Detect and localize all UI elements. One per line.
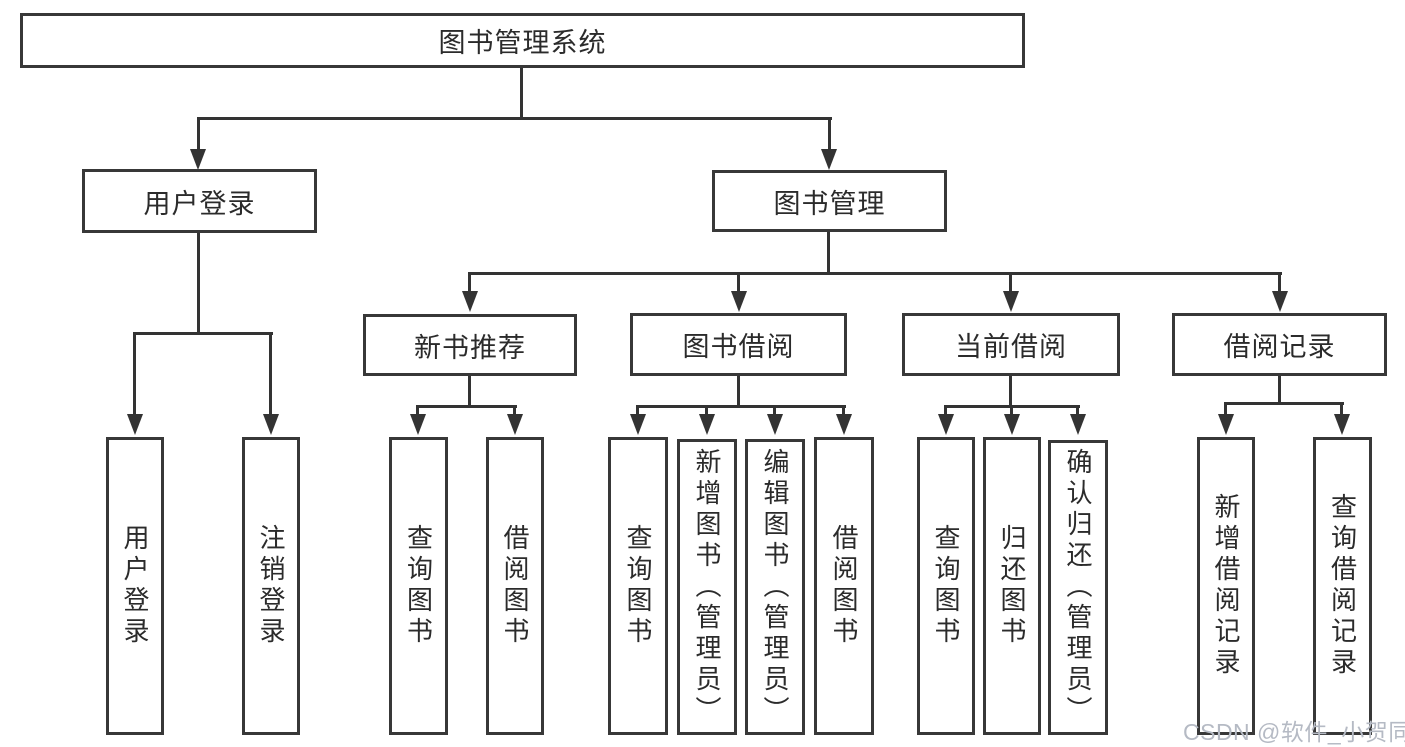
- connector-borrow-record-split: [1224, 402, 1344, 405]
- connector-leaf-stem: [636, 405, 639, 415]
- node-current-borrow: 当前借阅: [902, 313, 1120, 376]
- leaf-add-borrow-record: 新增借阅记录: [1197, 437, 1255, 735]
- leaf-label: 归还图书: [997, 524, 1027, 648]
- connector-book-borrow-split: [636, 405, 846, 408]
- leaf-label: 查询借阅记录: [1327, 493, 1358, 679]
- leaf-label: 确认归还（管理员）: [1063, 448, 1093, 727]
- connector-arrowhead: [836, 414, 852, 435]
- connector-arrowhead: [767, 414, 783, 435]
- leaf-query-borrow-record: 查询借阅记录: [1313, 437, 1372, 735]
- leaf-query-books: 查询图书: [917, 437, 975, 735]
- leaf-label: 查询图书: [623, 524, 653, 648]
- leaf-label: 查询图书: [931, 524, 961, 648]
- connector-user-login-split: [133, 332, 273, 335]
- connector-leaf-stem: [705, 405, 708, 415]
- connector-to-leaf-login: [133, 332, 136, 414]
- connector-leaf-stem: [1224, 402, 1227, 415]
- connector-user-login-stem: [197, 233, 200, 334]
- connector-leaf-stem: [513, 405, 516, 415]
- connector-arrowhead: [630, 414, 646, 435]
- connector-arrowhead: [1334, 414, 1350, 435]
- connector-new-book-stem: [468, 376, 471, 407]
- node-book-management: 图书管理: [712, 170, 947, 232]
- leaf-logout: 注销登录: [242, 437, 300, 735]
- connector-book-borrow-stem: [737, 376, 740, 407]
- leaf-edit-book-admin: 编辑图书（管理员）: [745, 439, 805, 735]
- connector-leaf-stem: [773, 405, 776, 415]
- leaf-label: 用户登录: [120, 524, 150, 648]
- leaf-query-books: 查询图书: [389, 437, 448, 735]
- arrowhead-leaf-login: [127, 414, 143, 435]
- leaf-return-books: 归还图书: [983, 437, 1041, 735]
- connector-book-mgmt-split: [468, 272, 1282, 275]
- connector-arrowhead: [410, 414, 426, 435]
- leaf-confirm-return-admin: 确认归还（管理员）: [1048, 440, 1108, 735]
- connector-book-mgmt-stem: [827, 232, 830, 274]
- leaf-borrow-books: 借阅图书: [486, 437, 544, 735]
- connector-arrowhead: [699, 414, 715, 435]
- connector-to-book-borrow: [737, 272, 740, 292]
- leaf-borrow-books: 借阅图书: [814, 437, 874, 735]
- connector-arrowhead: [938, 414, 954, 435]
- leaf-label: 新增图书（管理员）: [692, 447, 722, 727]
- connector-arrowhead: [1218, 414, 1234, 435]
- arrowhead-new-book: [462, 291, 478, 312]
- leaf-query-books: 查询图书: [608, 437, 668, 735]
- connector-leaf-stem: [1340, 402, 1343, 415]
- arrowhead-current-borrow: [1003, 291, 1019, 312]
- connector-to-new-book: [468, 272, 471, 292]
- connector-current-borrow-stem: [1009, 376, 1012, 407]
- connector-arrowhead: [1004, 414, 1020, 435]
- connector-leaf-stem: [416, 405, 419, 415]
- connector-leaf-stem: [1010, 405, 1013, 415]
- leaf-label: 编辑图书（管理员）: [760, 447, 790, 727]
- leaf-label: 借阅图书: [500, 524, 530, 648]
- connector-to-current-borrow: [1009, 272, 1012, 292]
- leaf-label: 借阅图书: [829, 524, 859, 648]
- arrowhead-book-borrow: [731, 291, 747, 312]
- connector-new-book-split: [416, 405, 517, 408]
- node-user-login: 用户登录: [82, 169, 317, 233]
- leaf-user-login: 用户登录: [106, 437, 164, 735]
- node-book-borrow: 图书借阅: [630, 313, 847, 376]
- connector-to-book-management: [828, 117, 831, 150]
- connector-root-stem: [520, 68, 523, 118]
- leaf-label: 注销登录: [256, 524, 286, 648]
- connector-arrowhead: [507, 414, 523, 435]
- connector-leaf-stem: [1076, 405, 1079, 415]
- connector-to-user-login: [197, 117, 200, 150]
- node-library-management-system: 图书管理系统: [20, 13, 1025, 68]
- arrowhead-borrow-record: [1272, 291, 1288, 312]
- node-new-book-recommend: 新书推荐: [363, 314, 577, 376]
- connector-root-split: [197, 117, 832, 120]
- connector-borrow-record-stem: [1278, 376, 1281, 404]
- arrowhead-user-login: [190, 149, 206, 170]
- connector-leaf-stem: [944, 405, 947, 415]
- leaf-label: 查询图书: [403, 524, 434, 648]
- connector-to-leaf-logout: [269, 332, 272, 414]
- node-borrow-record: 借阅记录: [1172, 313, 1387, 376]
- csdn-watermark: CSDN @软件_小贺同学: [1183, 719, 1405, 745]
- connector-arrowhead: [1070, 414, 1086, 435]
- arrowhead-book-management: [821, 149, 837, 170]
- arrowhead-leaf-logout: [263, 414, 279, 435]
- connector-leaf-stem: [842, 405, 845, 415]
- leaf-label: 新增借阅记录: [1211, 493, 1241, 679]
- leaf-add-book-admin: 新增图书（管理员）: [677, 439, 737, 735]
- connector-to-borrow-record: [1278, 272, 1281, 292]
